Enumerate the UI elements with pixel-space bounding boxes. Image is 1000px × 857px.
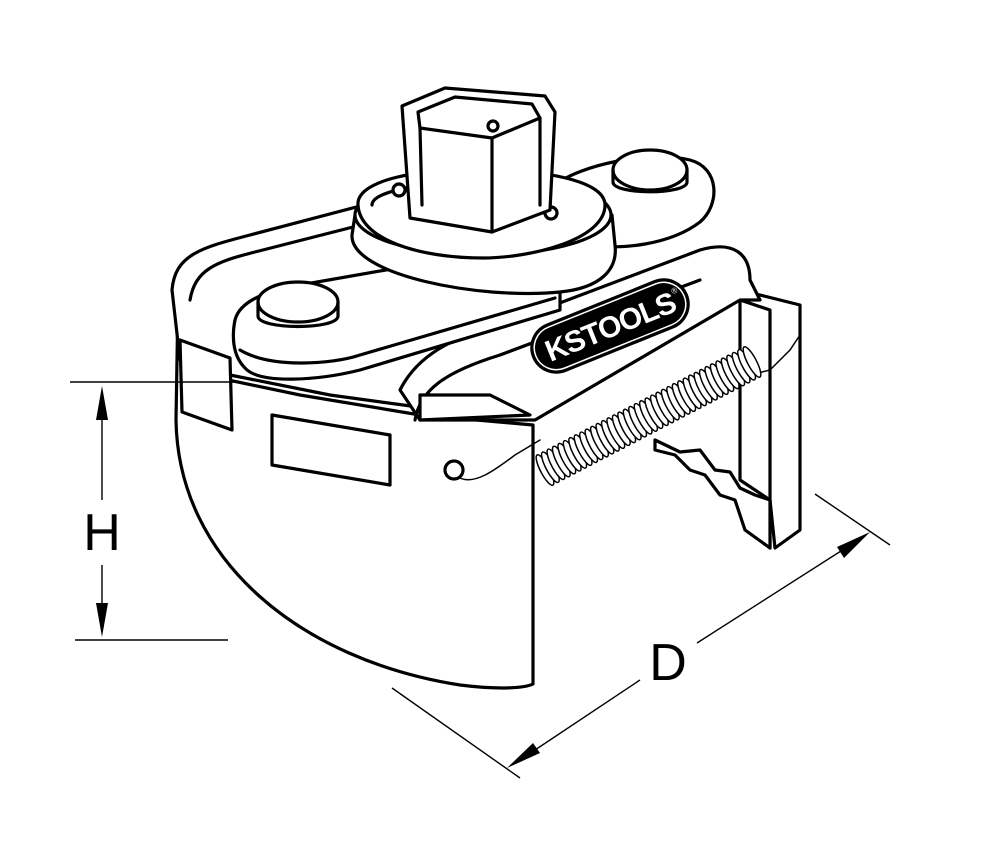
height-arrow-bottom: [96, 603, 108, 637]
height-arrow-top: [96, 386, 108, 420]
height-label: H: [83, 504, 121, 562]
height-dimension: H: [70, 381, 235, 641]
brand-logo-registered-mark: ®: [670, 285, 679, 296]
diameter-label: D: [649, 634, 687, 692]
diameter-dimension: D: [391, 493, 891, 779]
diameter-arrow-left: [507, 743, 540, 768]
square-drive: [400, 86, 557, 234]
spring-coil: [742, 346, 762, 378]
tension-spring: [459, 334, 801, 486]
diameter-arrow-right: [837, 532, 870, 558]
